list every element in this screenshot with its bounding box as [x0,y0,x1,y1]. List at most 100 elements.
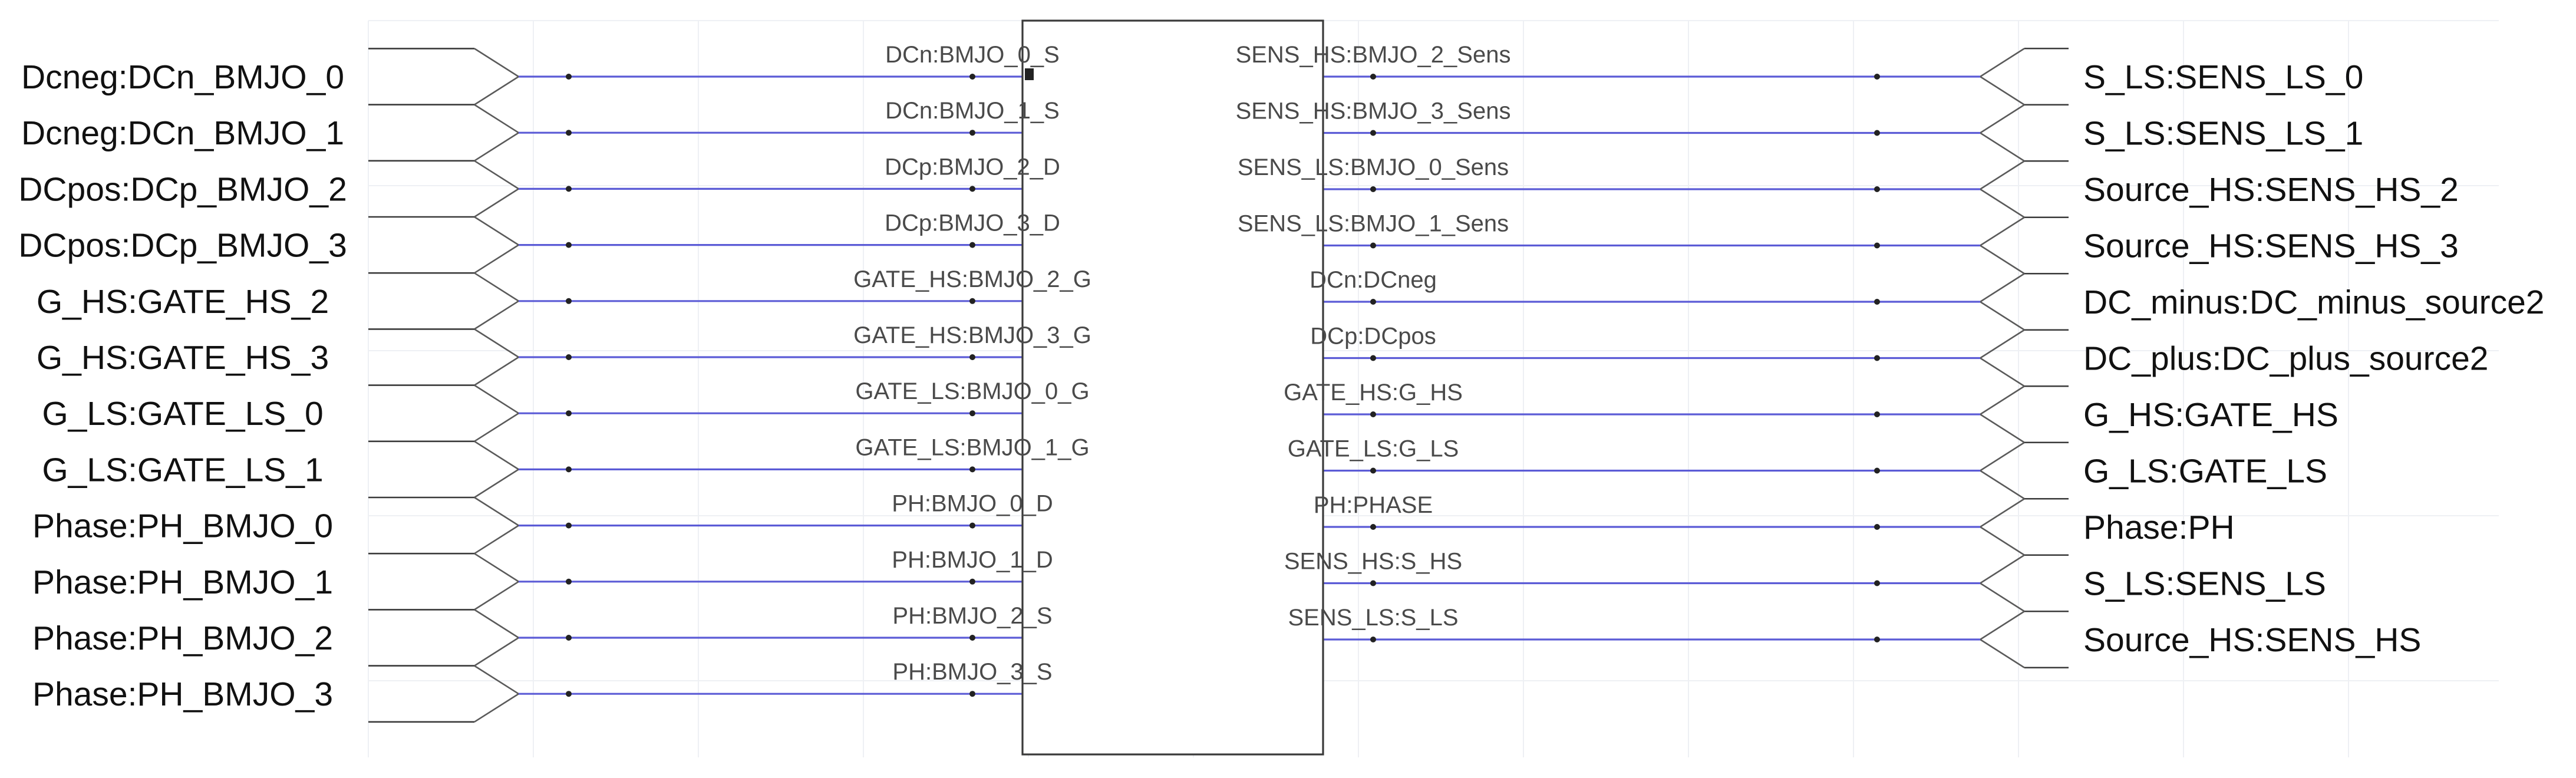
left-pin-label: PH:BMJO_0_D [892,491,1053,517]
wire-end-dot [969,186,975,192]
left-port-connector [474,609,520,667]
left-pin-label: GATE_HS:BMJO_2_G [853,266,1091,292]
left-pin-label: GATE_LS:BMJO_0_G [855,378,1089,404]
wire-end-dot [1874,524,1880,530]
right-pin-label: SENS_HS:BMJO_3_Sens [1236,98,1511,124]
left-port-label: G_LS:GATE_LS_1 [42,451,323,489]
wire-end-dot [566,522,572,529]
left-pin-label: GATE_LS:BMJO_1_G [855,434,1089,460]
left-port-label: G_LS:GATE_LS_0 [42,395,323,433]
left-port-label: DCpos:DCp_BMJO_2 [18,170,347,208]
wire-end-dot [566,635,572,641]
wire-end-dot [566,74,572,80]
right-port-label: G_HS:GATE_HS [2083,396,2338,434]
wire-end-dot [1874,637,1880,642]
wire-end-dot [969,522,975,529]
right-port-label: G_LS:GATE_LS [2083,453,2327,490]
wire-end-dot [1370,524,1376,530]
right-pin-label: SENS_LS:S_LS [1288,605,1458,631]
wire-end-dot [969,242,975,248]
left-port-label: DCpos:DCp_BMJO_3 [18,227,347,265]
wire-end-dot [1370,580,1376,586]
wire-end-dot [969,635,975,641]
wire-end-dot [969,298,975,304]
right-port-connector [1978,611,2025,668]
wire-end-dot [566,578,572,585]
wire-end-dot [1370,411,1376,417]
wire-end-dot [969,466,975,473]
wire-end-dot [969,691,975,697]
wire-end-dot [566,691,572,697]
left-port-connector [474,553,520,611]
left-pin-label: DCn:BMJO_1_S [885,98,1060,124]
wire-end-dot [1370,299,1376,305]
wire-end-dot [1874,355,1880,361]
wire-end-dot [566,130,572,136]
right-port-connector [1978,498,2025,556]
wire-end-dot [969,410,975,417]
wire-end-dot [566,410,572,417]
right-pin-label: GATE_HS:G_HS [1284,380,1463,406]
right-pin-label: DCp:DCpos [1310,324,1436,350]
left-port-label: Phase:PH_BMJO_2 [32,619,333,657]
left-pin-label: GATE_HS:BMJO_3_G [853,322,1091,348]
right-port-connector [1978,160,2025,218]
wire-end-dot [1874,411,1880,417]
right-port-label: Source_HS:SENS_HS_3 [2083,228,2459,265]
wire-end-dot [1370,355,1376,361]
right-port-connector [1978,104,2025,162]
left-port-label: Dcneg:DCn_BMJO_0 [21,58,344,96]
wire-end-dot [969,130,975,136]
left-port-connector [474,440,520,499]
left-port-connector [474,384,520,442]
wire-end-dot [1370,186,1376,192]
right-port-connector [1978,216,2025,275]
right-port-label: DC_minus:DC_minus_source2 [2083,283,2544,321]
right-port-label: S_LS:SENS_LS_0 [2083,58,2363,96]
left-port-connector [474,48,520,106]
right-pin-label: DCn:DCneg [1310,267,1437,293]
left-pin-label: PH:BMJO_1_D [892,547,1053,573]
right-port-connector [1978,48,2025,106]
left-pin-label: PH:BMJO_2_S [892,603,1052,629]
wire-end-dot [1874,130,1880,136]
left-port-connector [474,104,520,161]
left-port-label: Dcneg:DCn_BMJO_1 [21,114,344,152]
right-port-label: DC_plus:DC_plus_source2 [2083,340,2489,378]
left-port-group: Dcneg:DCn_BMJO_0Dcneg:DCn_BMJO_1DCpos:DC… [18,48,1023,723]
left-port-connector [474,272,520,330]
wire-end-dot [566,242,572,248]
right-pin-label: SENS_HS:BMJO_2_Sens [1236,42,1511,68]
left-pin-label: DCn:BMJO_0_S [885,42,1060,68]
right-port-connector [1978,385,2025,443]
right-port-label: Source_HS:SENS_HS_2 [2083,171,2459,209]
left-port-connector [474,496,520,555]
right-pin-label: GATE_LS:G_LS [1288,436,1459,462]
wire-end-dot [566,466,572,473]
wire-end-dot [1370,242,1376,249]
wire-end-dot [1874,580,1880,586]
right-port-connector [1978,441,2025,500]
left-port-connector [474,216,520,274]
left-port-connector [474,160,520,218]
component-body[interactable] [1021,19,1324,756]
wire-end-dot [969,74,975,80]
right-port-connector [1978,329,2025,387]
wire-end-dot [1370,130,1376,136]
left-port-label: Phase:PH_BMJO_1 [32,563,333,601]
component-pin-group: DCn:BMJO_0_SDCn:BMJO_1_SDCp:BMJO_2_DDCp:… [853,42,1510,685]
wire-end-dot [1370,637,1376,642]
right-port-label: S_LS:SENS_LS_1 [2083,115,2363,153]
left-port-connector [474,665,520,723]
left-pin-label: PH:BMJO_3_S [892,659,1052,685]
right-port-label: Source_HS:SENS_HS [2083,621,2421,659]
right-port-connector [1978,273,2025,331]
left-port-label: G_HS:GATE_HS_2 [37,283,329,321]
wire-end-dot [1370,74,1376,80]
wire-end-dot [1874,242,1880,249]
wire-end-dot [566,186,572,192]
right-pin-label: SENS_LS:BMJO_1_Sens [1238,211,1509,237]
left-port-label: Phase:PH_BMJO_0 [32,507,333,545]
pin-1-marker [1025,68,1034,80]
right-pin-label: SENS_HS:S_HS [1284,549,1462,575]
